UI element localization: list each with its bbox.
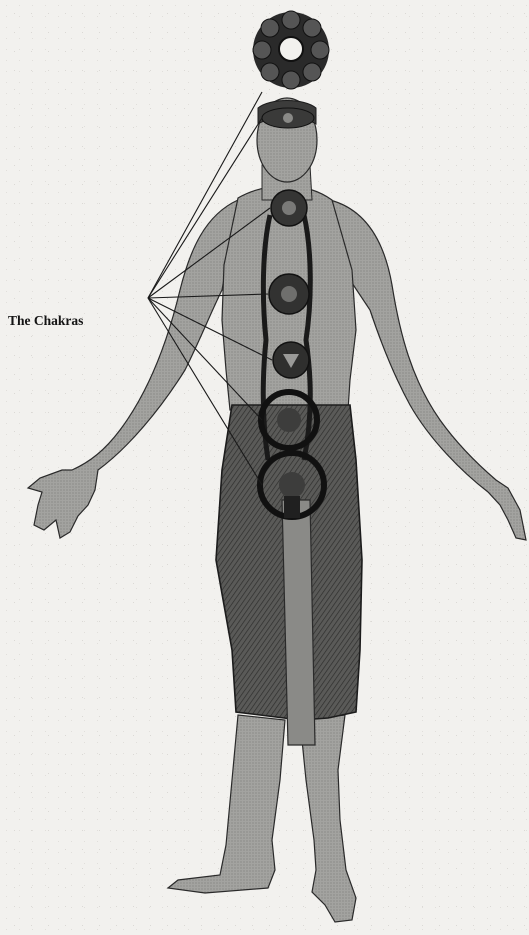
solar-plexus-chakra xyxy=(273,342,309,378)
throat-chakra xyxy=(271,190,307,226)
brow-chakra xyxy=(262,108,314,128)
chakras-label: The Chakras xyxy=(8,313,83,329)
legs xyxy=(168,715,356,922)
crown-chakra xyxy=(253,11,329,89)
heart-chakra xyxy=(269,274,309,314)
cloth-drape-fold xyxy=(282,500,315,745)
